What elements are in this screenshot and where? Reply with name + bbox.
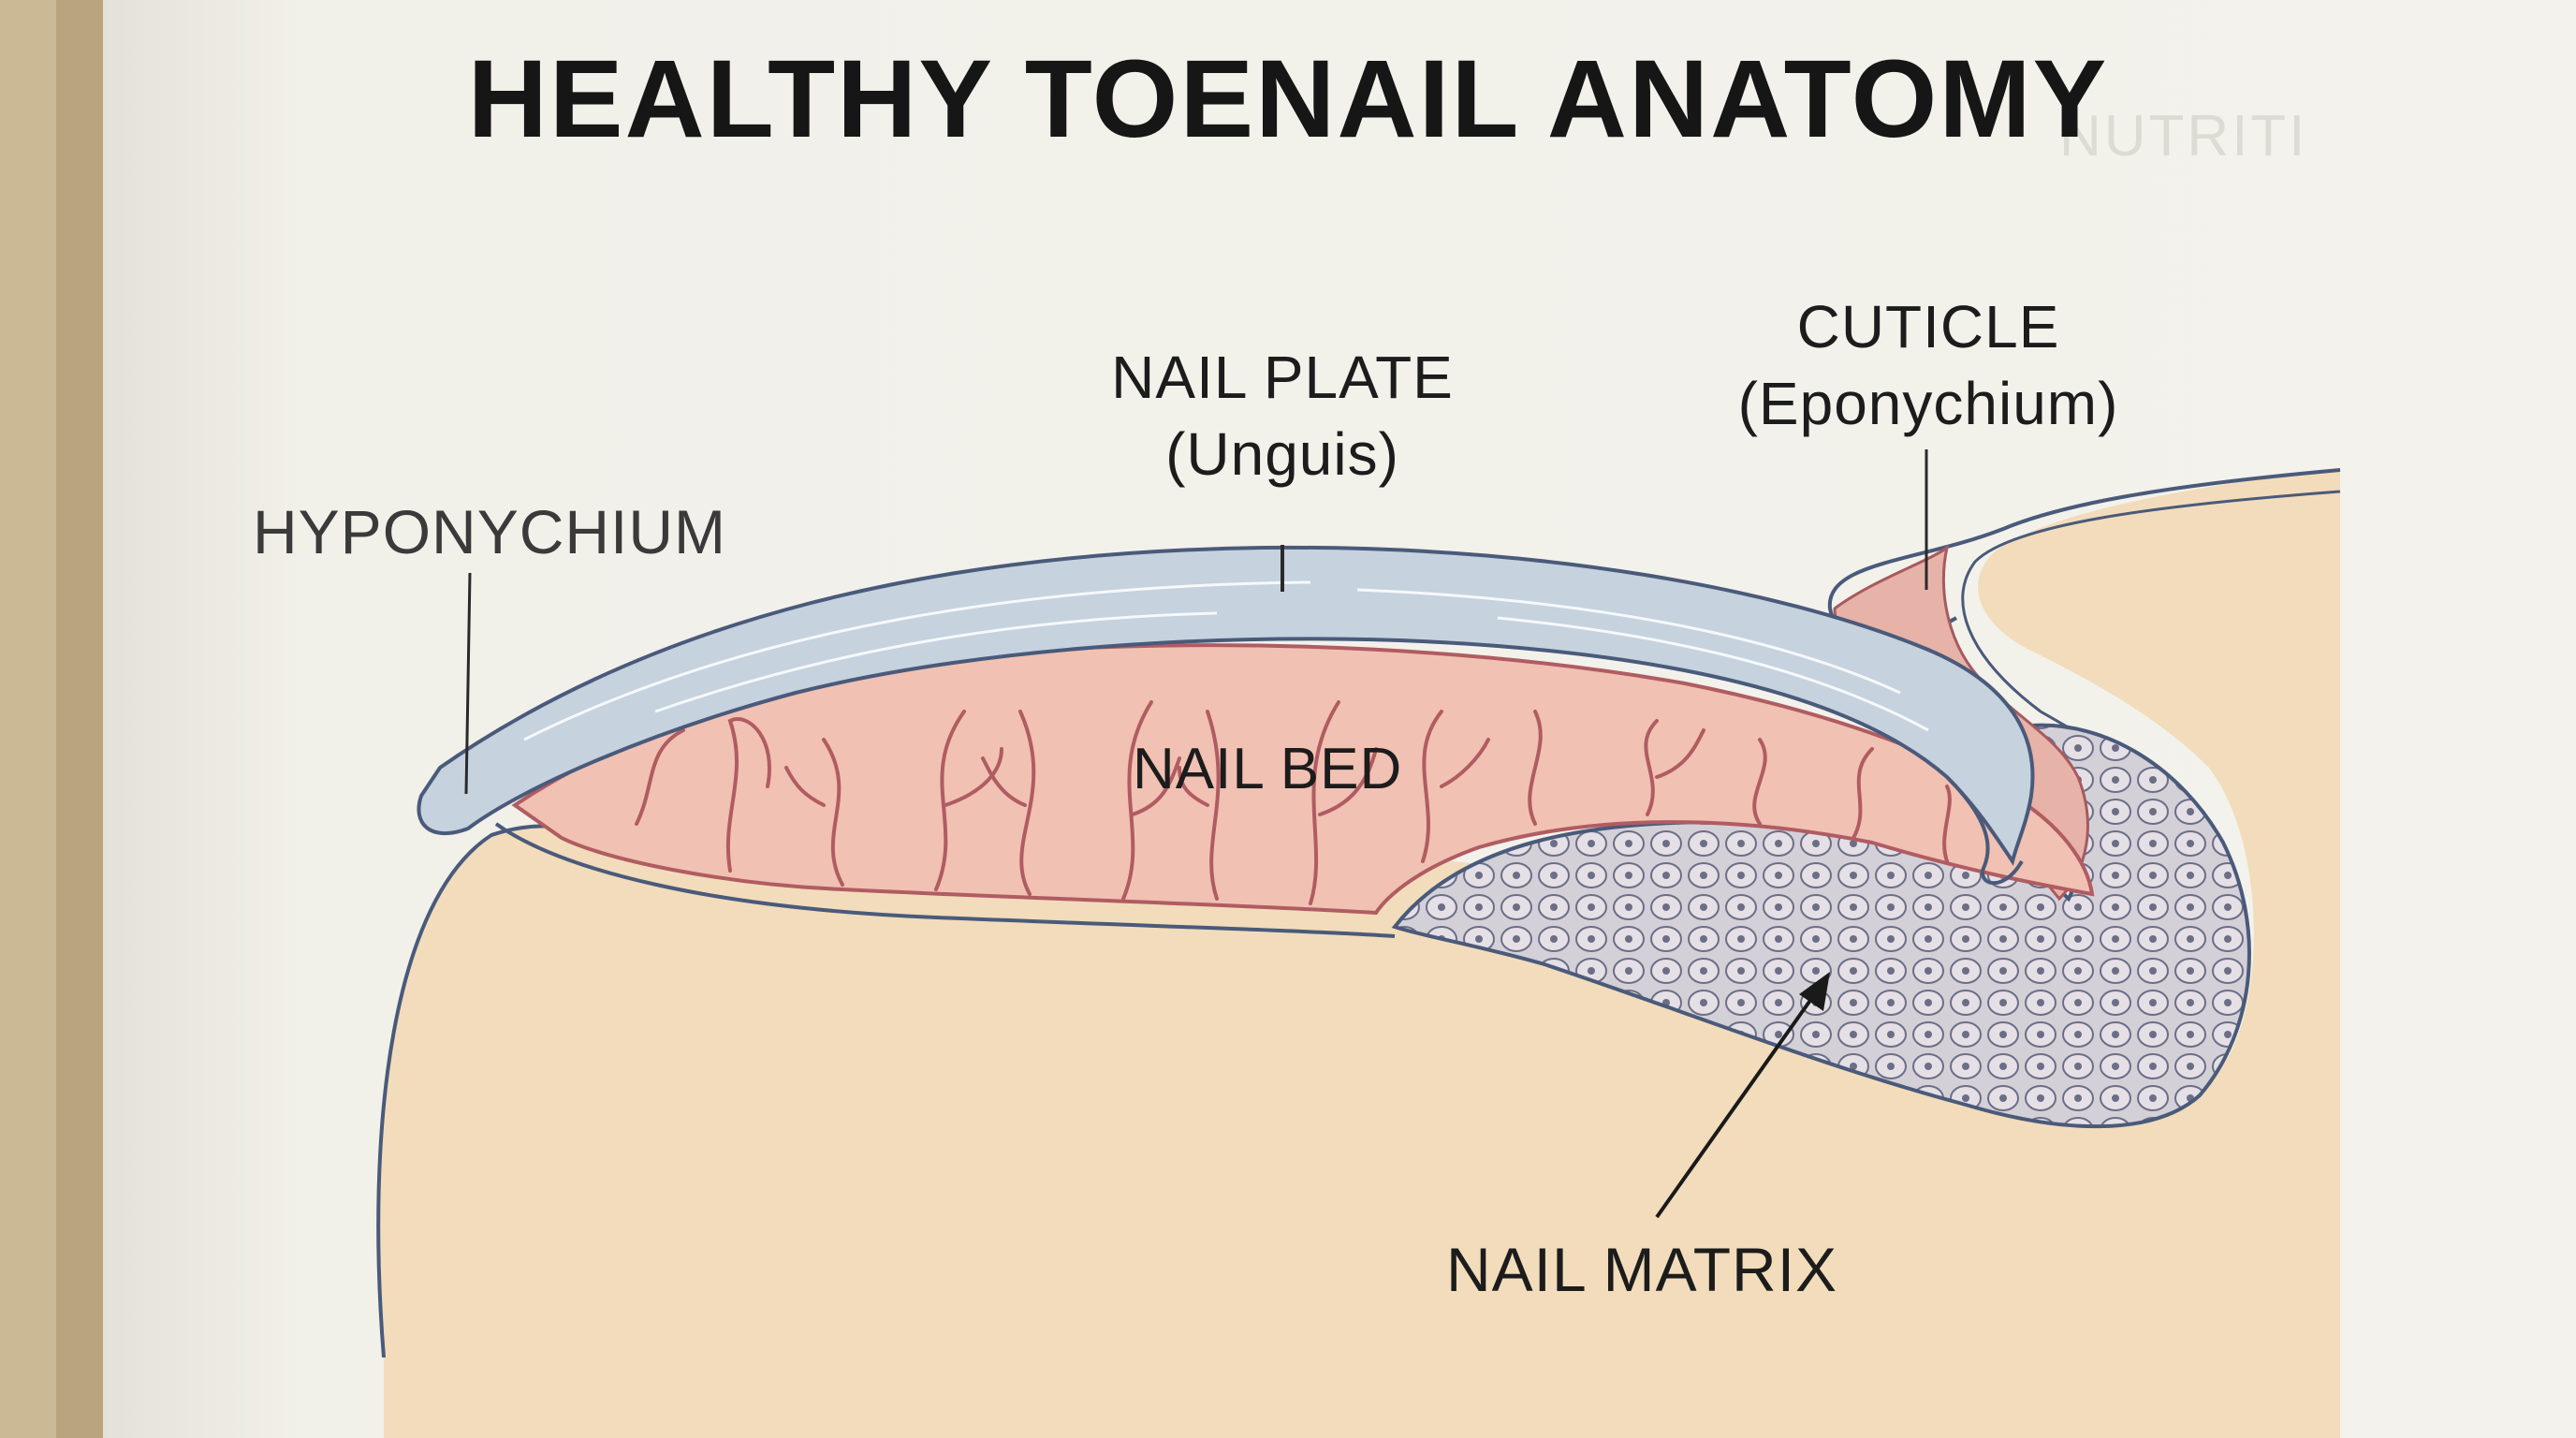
label-nail-bed: NAIL BED <box>1133 737 1403 801</box>
nail-plate-shape <box>417 545 2035 866</box>
hyponychium-leader <box>464 572 472 795</box>
label-hyponychium: HYPONYCHIUM <box>253 497 727 566</box>
label-cuticle-sub: (Eponychium) <box>1737 370 2119 437</box>
nail-root-curve <box>1945 775 2024 886</box>
dermis-line <box>494 822 1396 938</box>
ghost-text: NUTRITI <box>2059 104 2308 169</box>
label-nail-plate: NAIL PLATE (Unguis) <box>1030 339 1535 492</box>
diagram-title: HEALTHY TOENAIL ANATOMY <box>467 37 2109 161</box>
toe-outline <box>376 824 600 1358</box>
nail-bed-shape <box>511 643 2095 916</box>
label-cuticle: CUTICLE (Eponychium) <box>1685 288 2172 442</box>
nail-matrix-leader <box>1655 990 1818 1219</box>
label-nail-plate-sub: (Unguis) <box>1165 420 1399 488</box>
nail-plate-highlights <box>523 580 1929 741</box>
label-cuticle-main: CUTICLE <box>1796 293 2060 360</box>
toe-skin <box>378 468 2341 1438</box>
page-fold <box>56 0 103 1438</box>
nail-matrix-arrowhead <box>1799 972 1830 1011</box>
label-nail-matrix: NAIL MATRIX <box>1446 1235 1838 1304</box>
label-nail-plate-main: NAIL PLATE <box>1111 344 1454 411</box>
nail-bed-vessels <box>635 700 1952 905</box>
